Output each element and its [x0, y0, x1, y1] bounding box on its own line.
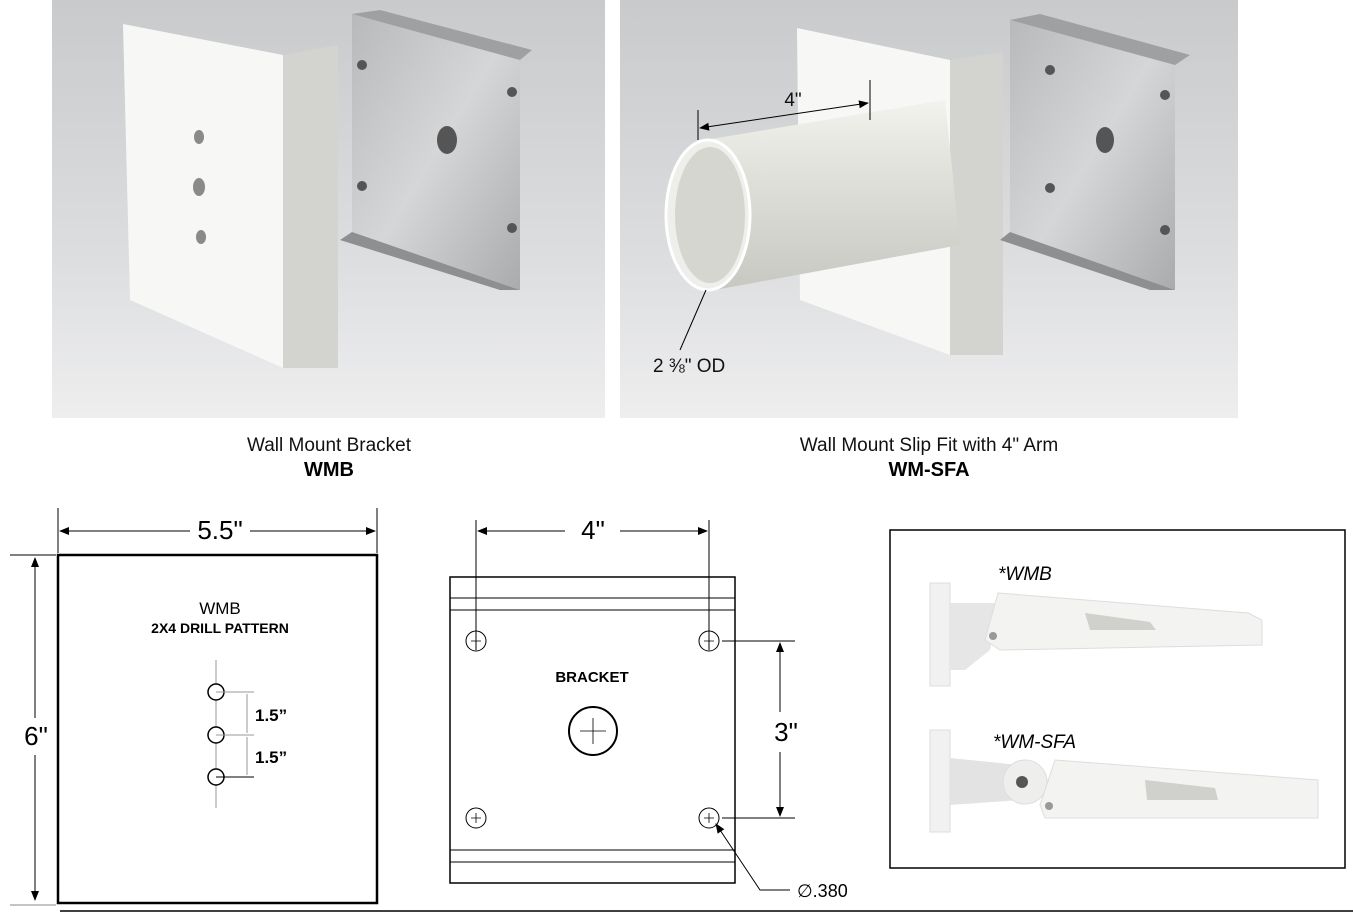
drill-title: WMB: [199, 599, 241, 618]
wm-sfa-caption: Wall Mount Slip Fit with 4" Arm: [800, 435, 1058, 456]
bracket-height-label: 3": [774, 717, 798, 747]
wmb-caption: Wall Mount Bracket: [247, 435, 412, 456]
bracket-drawing: 4" BRACKET 3" ∅.380: [449, 515, 848, 901]
wm-sfa-render: 4" 2 ⅜" OD: [620, 0, 1238, 418]
bracket-title: BRACKET: [555, 669, 628, 686]
hole-diameter-label: ∅.380: [797, 881, 848, 901]
bracket-width-label: 4": [581, 515, 605, 545]
side-views-panel: *WMB *WM-SFA: [889, 529, 1346, 869]
side-view-label-wm-sfa: *WM-SFA: [993, 732, 1076, 753]
side-view-label-wmb: *WMB: [998, 564, 1052, 585]
wm-sfa-model: WM-SFA: [888, 459, 969, 481]
drill-pattern-drawing: 5.5" 6" WMB 2X4 DRILL PATTERN 1.5” 1.5”: [10, 508, 379, 906]
arm-length-label: 4": [784, 90, 801, 111]
wmb-model: WMB: [304, 459, 354, 481]
height-label: 6": [24, 721, 48, 751]
wmb-render: [52, 0, 605, 418]
width-label: 5.5": [197, 515, 242, 545]
spacing-label-1: 1.5”: [255, 706, 287, 725]
od-label: 2 ⅜" OD: [653, 356, 725, 377]
drill-subtitle: 2X4 DRILL PATTERN: [151, 620, 289, 636]
spacing-label-2: 1.5”: [255, 748, 287, 767]
